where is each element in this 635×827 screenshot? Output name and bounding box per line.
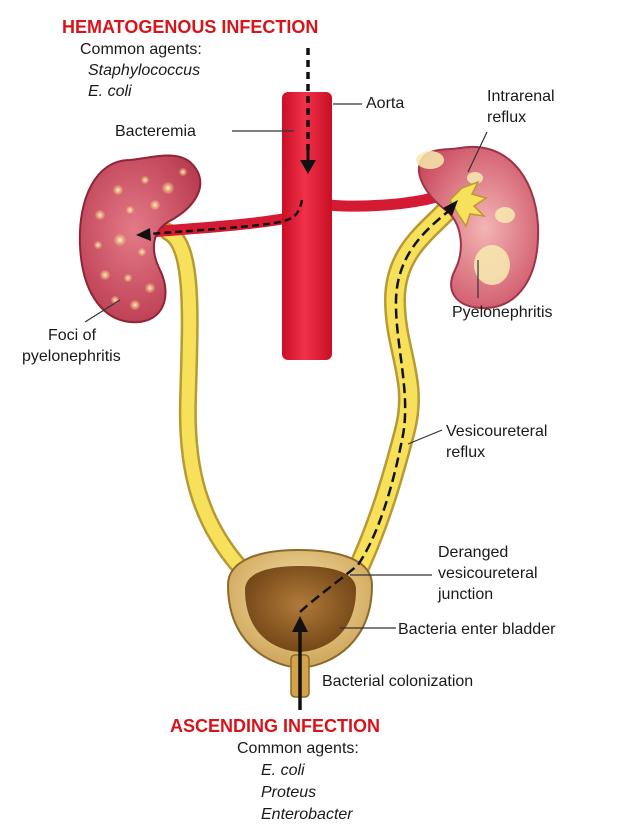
pyelonephritis-label: Pyelonephritis	[452, 303, 553, 322]
ascending-agent: Proteus	[261, 783, 316, 802]
bacteria-enter-bladder-label: Bacteria enter bladder	[398, 620, 555, 639]
hematogenous-agents-heading: Common agents:	[80, 40, 202, 59]
hematogenous-agent: E. coli	[88, 82, 132, 101]
deranged-junction-label-line1: Deranged	[438, 543, 508, 562]
bacterial-colonization-label: Bacterial colonization	[322, 672, 473, 691]
deranged-junction-label-line3: junction	[438, 585, 493, 604]
foci-label-line1: Foci of	[48, 326, 96, 345]
ascending-title: ASCENDING INFECTION	[170, 716, 380, 736]
deranged-junction-label-line2: vesicoureteral	[438, 564, 538, 583]
vesicoureteral-reflux-label-line2: reflux	[446, 443, 485, 462]
ascending-agent: E. coli	[261, 761, 305, 780]
hematogenous-agent: Staphylococcus	[88, 61, 200, 80]
intrarenal-reflux-label-line1: Intrarenal	[487, 87, 555, 106]
ascending-agents-heading: Common agents:	[237, 739, 359, 758]
right-renal-artery	[328, 196, 440, 206]
aorta-label: Aorta	[366, 94, 404, 113]
vesicoureteral-reflux-label-line1: Vesicoureteral	[446, 422, 547, 441]
foci-label-line2: pyelonephritis	[22, 347, 121, 366]
bacteremia-label: Bacteremia	[115, 122, 196, 141]
intrarenal-reflux-label-line2: reflux	[487, 108, 526, 127]
ascending-agent: Enterobacter	[261, 805, 353, 824]
hematogenous-title: HEMATOGENOUS INFECTION	[62, 17, 318, 37]
